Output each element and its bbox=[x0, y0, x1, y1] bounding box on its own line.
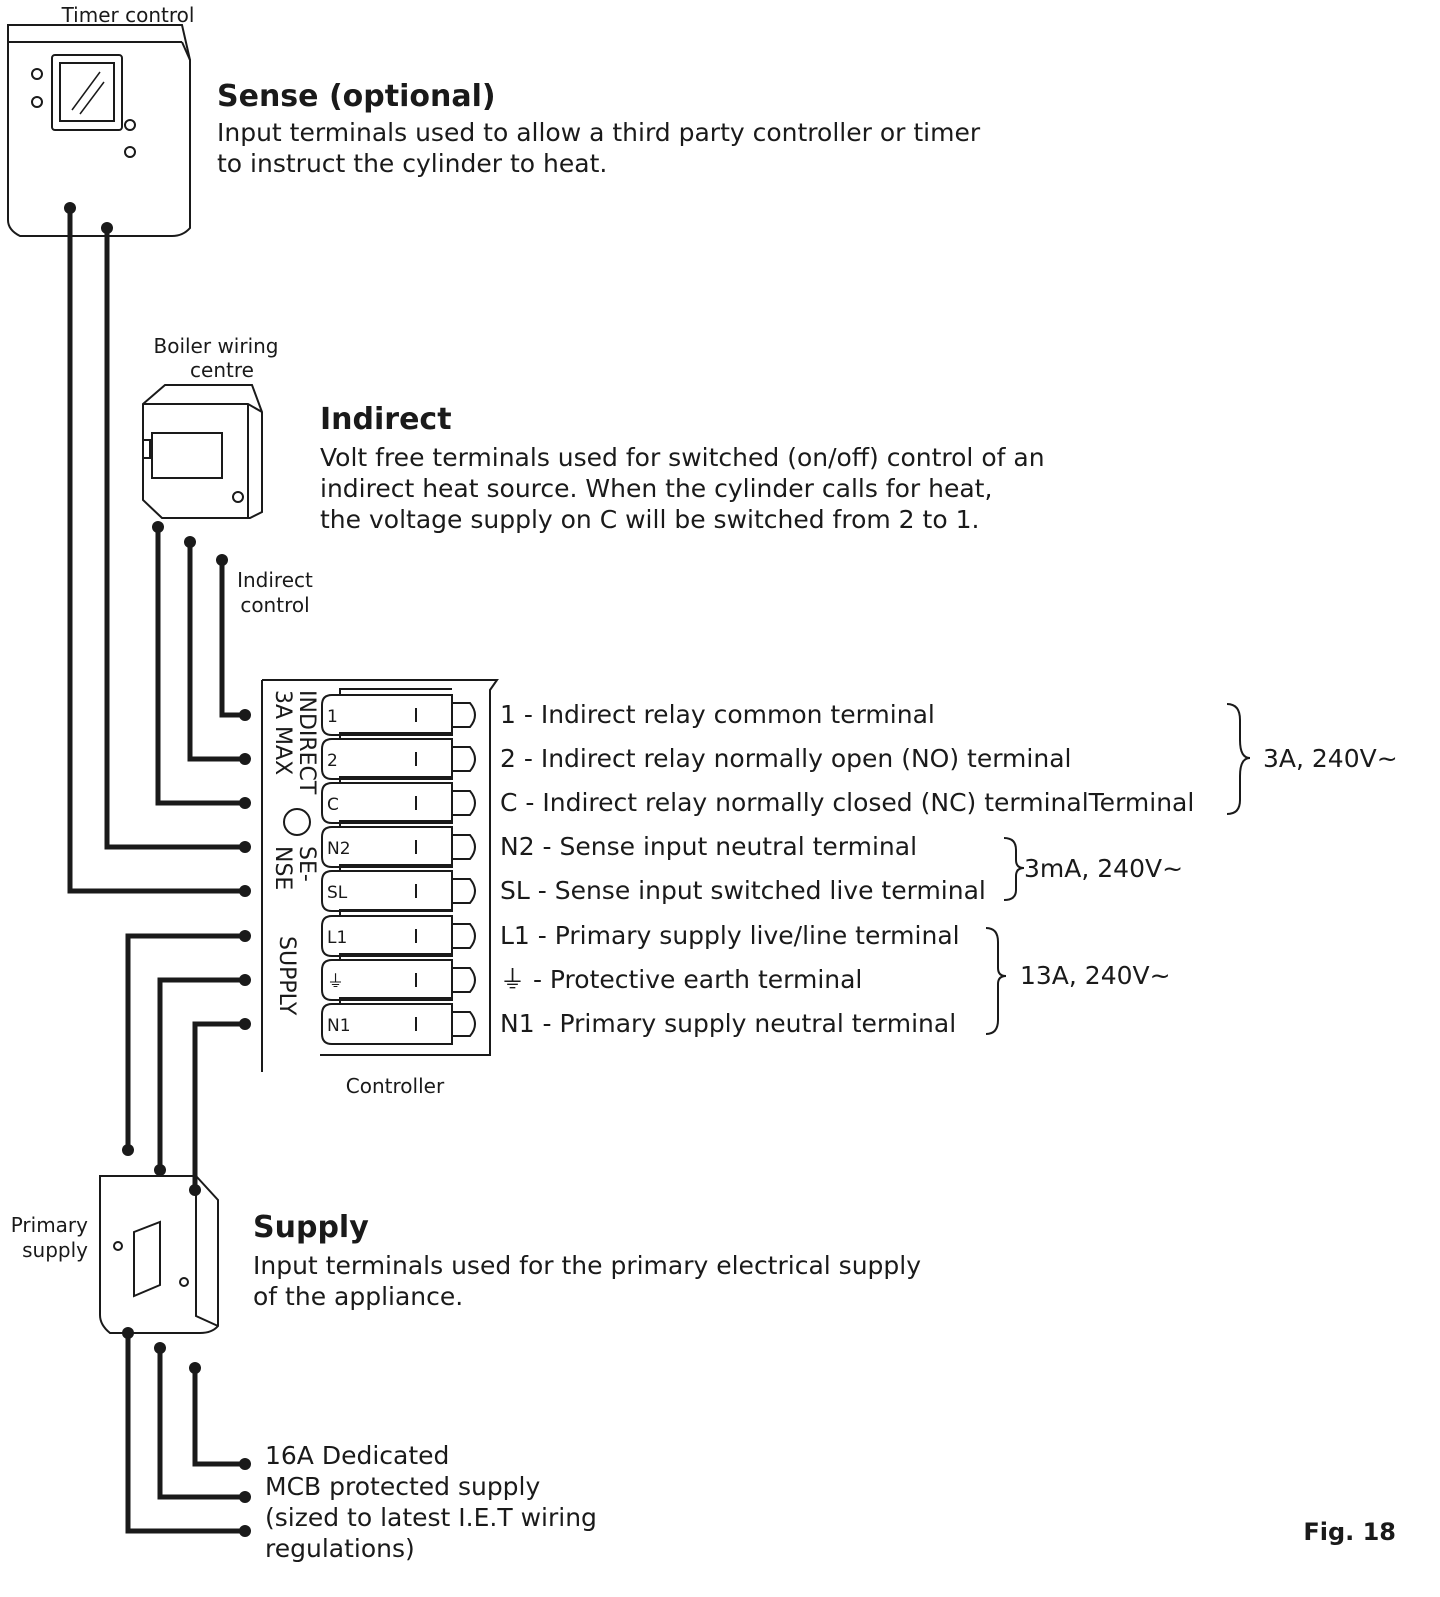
timer-control-label: Timer control bbox=[61, 3, 195, 27]
terminal-tag-4: N2 bbox=[327, 839, 351, 859]
mcb-label-line1: 16A Dedicated bbox=[265, 1441, 449, 1470]
wire-supply-earth bbox=[154, 974, 251, 1176]
terminal-tag-5: SL bbox=[327, 883, 348, 903]
mcb-label-line4: regulations) bbox=[265, 1534, 415, 1563]
side-label-sense-line1: SE- bbox=[294, 846, 319, 882]
sense-body-line2: to instruct the cylinder to heat. bbox=[217, 149, 607, 178]
primary-supply-switch bbox=[99, 1175, 219, 1334]
primary-supply-label-line1: Primary bbox=[11, 1213, 88, 1237]
wire-boiler-c bbox=[152, 521, 251, 809]
terminal-5: SL bbox=[321, 864, 476, 912]
rating-supply: 13A, 240V~ bbox=[1020, 961, 1171, 990]
terminal-3: C bbox=[321, 776, 476, 824]
timer-control-device bbox=[7, 24, 191, 237]
mcb-label-line2: MCB protected supply bbox=[265, 1472, 540, 1501]
indirect-body-line2: indirect heat source. When the cylinder … bbox=[320, 474, 992, 503]
side-label-indirect-line1: INDIRECT bbox=[294, 690, 319, 795]
terminal-descriptions: 1 - Indirect relay common terminal 2 - In… bbox=[500, 700, 1194, 1038]
terminal-desc-8: N1 - Primary supply neutral terminal bbox=[500, 1009, 956, 1038]
side-label-sense-line2: NSE bbox=[270, 846, 295, 890]
wire-supply-l1 bbox=[122, 930, 251, 1156]
terminal-tag-2: 2 bbox=[327, 751, 338, 771]
side-label-indirect-line2: 3A MAX bbox=[270, 690, 295, 775]
terminal-desc-2: 2 - Indirect relay normally open (NO) te… bbox=[500, 744, 1071, 773]
controller-terminal-block bbox=[261, 679, 499, 1072]
terminal-tag-7: ⏚ bbox=[327, 972, 344, 992]
supply-body-line1: Input terminals used for the primary ele… bbox=[253, 1251, 921, 1280]
side-label-supply: SUPPLY bbox=[274, 936, 299, 1016]
sense-title: Sense (optional) bbox=[217, 79, 496, 114]
terminal-tag-3: C bbox=[327, 795, 339, 815]
wire-supply-n1 bbox=[189, 1018, 251, 1196]
indirect-control-label-line1: Indirect bbox=[237, 568, 313, 592]
indirect-control-label-line2: control bbox=[240, 593, 309, 617]
boiler-wiring-label-line2: centre bbox=[190, 358, 254, 382]
brace-indirect bbox=[1226, 703, 1251, 815]
brace-supply bbox=[985, 927, 1007, 1035]
boiler-wiring-centre-device bbox=[142, 384, 263, 519]
terminal-desc-6: L1 - Primary supply live/line terminal bbox=[500, 921, 960, 950]
controller-label: Controller bbox=[346, 1074, 445, 1098]
terminal-8: N1 bbox=[321, 997, 476, 1045]
terminal-desc-4: N2 - Sense input neutral terminal bbox=[500, 832, 917, 861]
sense-body-line1: Input terminals used to allow a third pa… bbox=[217, 118, 981, 147]
terminal-6: L1 bbox=[321, 909, 476, 957]
supply-body-line2: of the appliance. bbox=[253, 1282, 463, 1311]
terminal-desc-7: ⏚ - Protective earth terminal bbox=[500, 965, 862, 994]
rating-braces bbox=[985, 703, 1251, 1035]
figure-number: Fig. 18 bbox=[1303, 1518, 1396, 1546]
supply-title: Supply bbox=[253, 1210, 369, 1245]
wire-boiler-2 bbox=[184, 536, 251, 765]
terminal-desc-5: SL - Sense input switched live terminal bbox=[500, 876, 986, 905]
rating-sense: 3mA, 240V~ bbox=[1024, 854, 1183, 883]
wire-timer-right bbox=[101, 222, 251, 853]
boiler-wiring-label-line1: Boiler wiring bbox=[153, 334, 278, 358]
wire-mcb-1 bbox=[122, 1327, 251, 1537]
indirect-body-line1: Volt free terminals used for switched (o… bbox=[320, 443, 1045, 472]
terminal-1: 1 bbox=[321, 688, 476, 736]
primary-supply-label-line2: supply bbox=[22, 1238, 88, 1262]
terminal-7: ⏚ bbox=[321, 953, 476, 1001]
mcb-label-line3: (sized to latest I.E.T wiring bbox=[265, 1503, 597, 1532]
terminal-2: 2 bbox=[321, 732, 476, 780]
terminal-4: N2 bbox=[321, 820, 476, 868]
rating-indirect: 3A, 240V~ bbox=[1263, 744, 1398, 773]
wire-timer-left bbox=[64, 202, 251, 897]
wire-mcb-2 bbox=[154, 1342, 251, 1503]
terminal-desc-1: 1 - Indirect relay common terminal bbox=[500, 700, 935, 729]
indirect-body-line3: the voltage supply on C will be switched… bbox=[320, 505, 979, 534]
wires bbox=[64, 202, 251, 1537]
wire-mcb-3 bbox=[189, 1362, 251, 1470]
terminal-tag-1: 1 bbox=[327, 707, 338, 727]
indirect-title: Indirect bbox=[320, 402, 452, 437]
terminal-tag-8: N1 bbox=[327, 1016, 351, 1036]
terminal-desc-3: C - Indirect relay normally closed (NC) … bbox=[500, 788, 1194, 817]
brace-sense bbox=[1003, 837, 1025, 901]
wire-boiler-1 bbox=[216, 554, 251, 721]
terminal-tag-6: L1 bbox=[327, 928, 347, 948]
